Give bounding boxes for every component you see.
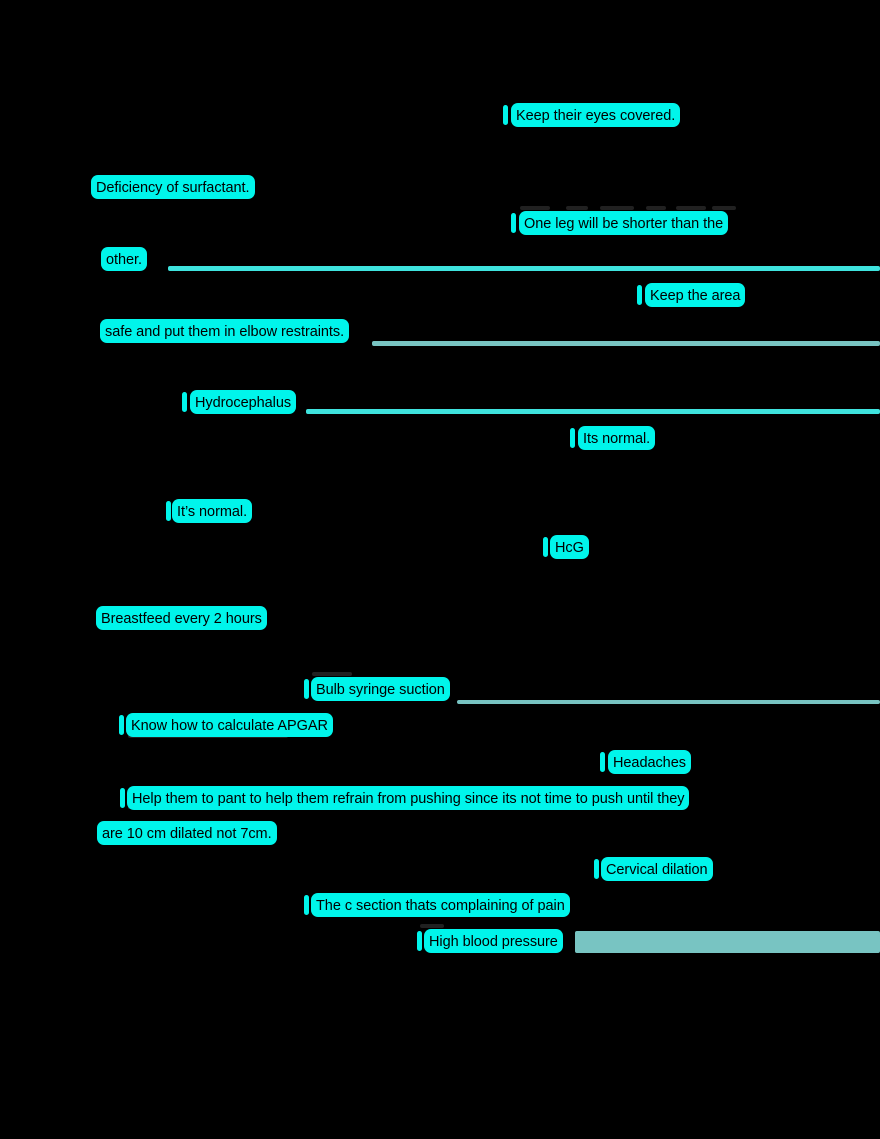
highlight-fleck [304,679,309,699]
highlighted-text[interactable]: Deficiency of surfactant. [91,175,255,199]
text-smudge [712,206,736,210]
highlight-rule [306,409,880,414]
highlight-fleck [637,285,642,305]
highlight-rule [457,700,880,704]
highlight-fleck [120,788,125,808]
highlighted-text[interactable]: Hydrocephalus [190,390,297,414]
text-smudge [600,206,634,210]
highlighted-text[interactable]: HcG [550,535,589,559]
highlight-fleck [503,105,508,125]
highlighted-text[interactable]: other. [101,247,147,271]
highlighted-text[interactable]: Know how to calculate APGAR [126,713,333,737]
text-smudge [646,206,666,210]
highlight-fleck [304,895,309,915]
highlight-rule [575,931,880,953]
highlighted-text[interactable]: It’s normal. [172,499,253,523]
highlight-fleck [119,715,124,735]
highlight-fleck [570,428,575,448]
text-smudge [420,924,444,928]
highlighted-text[interactable]: safe and put them in elbow restraints. [100,319,350,343]
highlight-fleck [594,859,599,879]
highlight-rule [168,266,880,271]
highlighted-text[interactable]: Help them to pant to help them refrain f… [127,786,690,810]
highlighted-text[interactable]: One leg will be shorter than the [519,211,729,235]
highlight-fleck [543,537,548,557]
highlighted-text[interactable]: Keep the area [645,283,746,307]
text-smudge [566,206,588,210]
highlighted-text[interactable]: Cervical dilation [601,857,713,881]
highlight-fleck [511,213,516,233]
highlight-fleck [417,931,422,951]
highlighted-text[interactable]: Keep their eyes covered. [511,103,681,127]
highlighted-text[interactable]: High blood pressure [424,929,563,953]
highlight-fleck [166,501,171,521]
text-smudge [676,206,706,210]
text-smudge [520,206,550,210]
highlighted-text[interactable]: The c section thats complaining of pain [311,893,570,917]
highlighted-text[interactable]: are 10 cm dilated not 7cm. [97,821,277,845]
highlight-fleck [600,752,605,772]
highlighted-text[interactable]: Bulb syringe suction [311,677,450,701]
highlighted-text[interactable]: Breastfeed every 2 hours [96,606,267,630]
highlight-fleck [182,392,187,412]
highlight-rule [372,341,880,346]
highlighted-text[interactable]: Headaches [608,750,691,774]
highlighted-text[interactable]: Its normal. [578,426,656,450]
text-smudge [312,672,352,676]
